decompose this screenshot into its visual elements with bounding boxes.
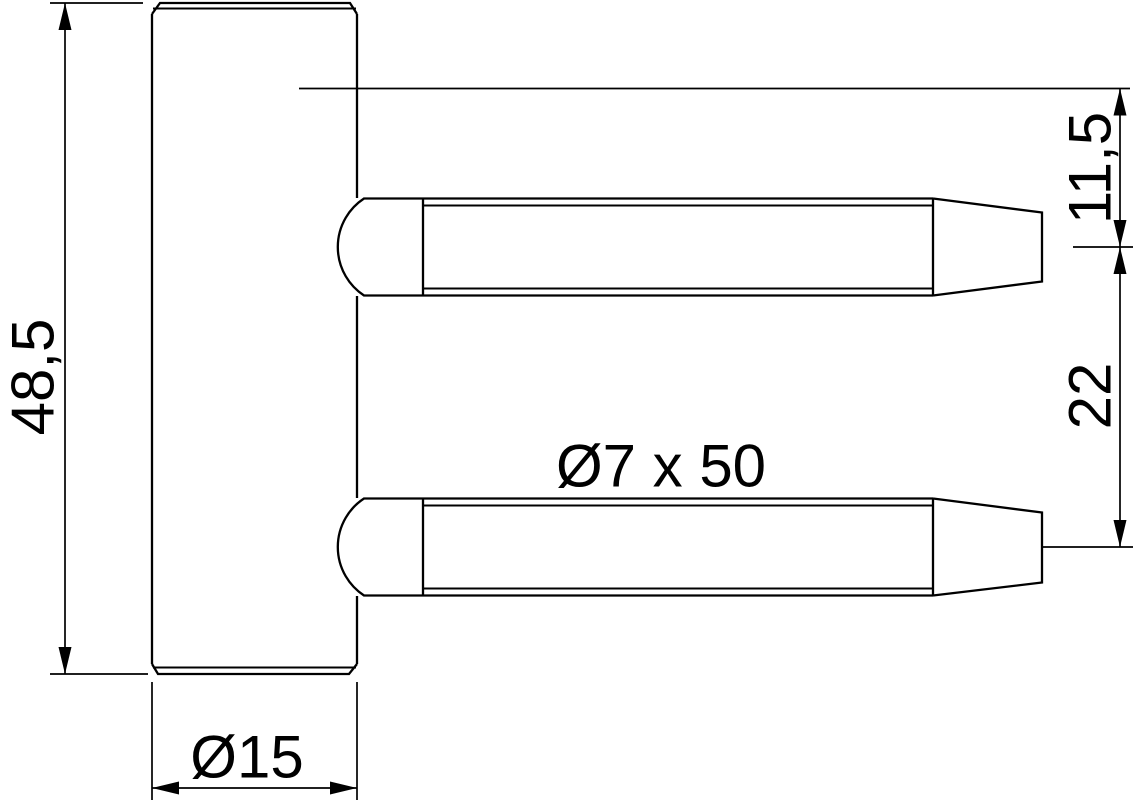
dimension-top-offset-arrow-up	[1113, 88, 1127, 116]
dimension-pin-spacing-arrow-down	[1113, 520, 1127, 547]
dimension-total-height: 48,5	[0, 2, 148, 675]
dimension-total-height-label: 48,5	[0, 319, 67, 436]
hinge-body	[150, 1, 359, 676]
pin-top	[336, 197, 1044, 297]
pin-top-outline	[336, 197, 933, 297]
hinge-body-bottom-edge	[151, 663, 358, 676]
dimension-body-diameter-label: Ø15	[190, 724, 303, 791]
label-pin-spec: Ø7 x 50	[556, 433, 766, 500]
dimension-total-height-arrow-down	[58, 647, 72, 674]
dimension-body-diameter: Ø15	[151, 682, 358, 800]
dimension-pin-spacing-label: 22	[1057, 363, 1124, 430]
label-pin-spec-group: Ø7 x 50	[556, 433, 766, 500]
dimension-top-offset-label: 11,5	[1057, 112, 1124, 224]
dimension-pin-spacing-arrow-up	[1113, 247, 1127, 274]
dimension-total-height-arrow-up	[58, 3, 72, 30]
dimension-right-group: 11,5 22	[299, 87, 1133, 548]
pin-bottom	[336, 497, 1044, 597]
dimension-top-offset-arrow-down	[1113, 220, 1127, 247]
pin-top-taper-tip	[932, 197, 1044, 297]
pin-bottom-taper-tip	[932, 497, 1044, 597]
dimension-body-diameter-arrow-left	[152, 781, 179, 795]
dimension-body-diameter-arrow-right	[330, 781, 357, 795]
pin-bottom-outline	[336, 497, 933, 597]
